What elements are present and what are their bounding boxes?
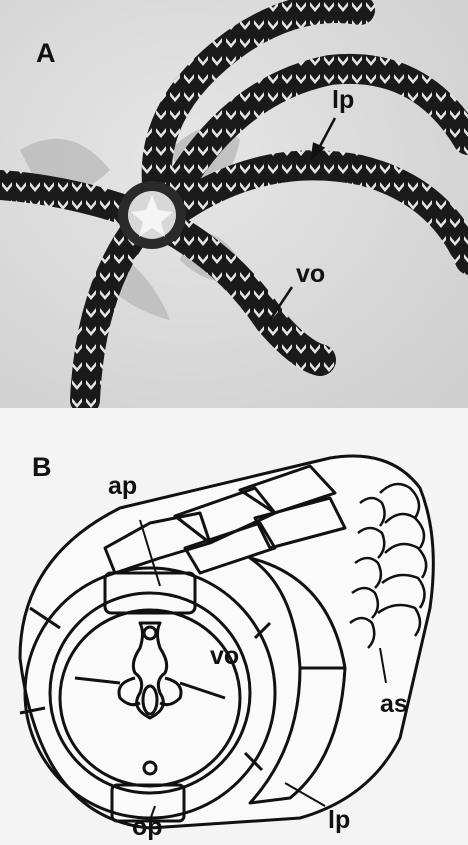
panel-a-letter: A — [36, 40, 56, 67]
panel-a-photo: A lp vo — [0, 0, 468, 408]
label-vo-drawing: vo — [210, 644, 239, 669]
panel-b-letter: B — [32, 454, 52, 481]
label-vo-photo: vo — [296, 262, 325, 287]
arm-section-drawing — [0, 408, 468, 845]
label-lp-drawing: lp — [328, 808, 350, 833]
oral-disk — [118, 181, 186, 249]
brittle-star-photo — [0, 0, 468, 408]
panel-b-drawing: B ap vo as op lp — [0, 408, 468, 845]
label-as: as — [380, 692, 408, 717]
label-lp-photo: lp — [332, 88, 354, 113]
label-ap: ap — [108, 474, 137, 499]
label-op: op — [132, 815, 163, 840]
